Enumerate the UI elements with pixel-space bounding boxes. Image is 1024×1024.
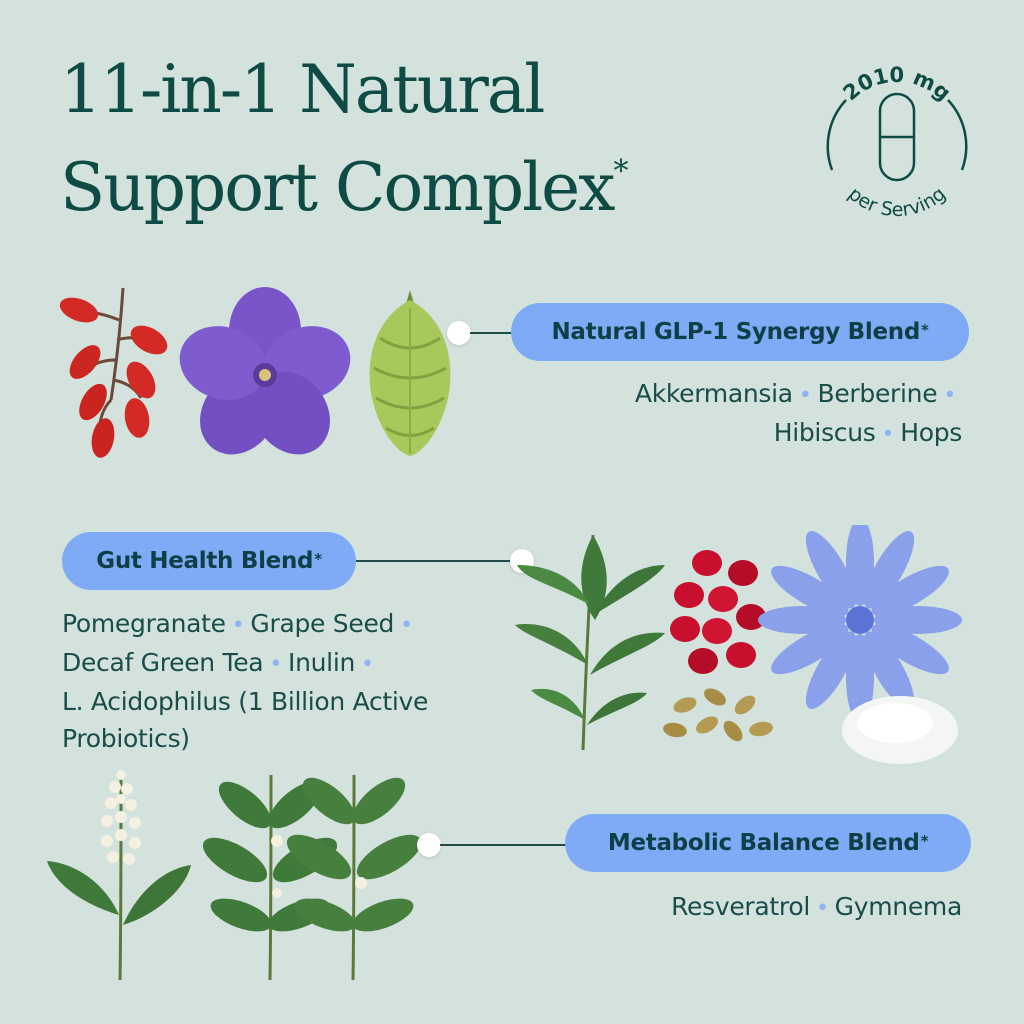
separator: • (231, 613, 245, 638)
ingredient-hops: Hops (900, 418, 962, 447)
glp1-ingredients: Akkermansia•Berberine• Hibiscus•Hops (635, 375, 962, 453)
ingredient-acidophilus: L. Acidophilus (1 Billion Active (62, 687, 429, 716)
gymnema-leaf-icon (202, 774, 422, 981)
gut-blend-pill: Gut Health Blend* (62, 532, 356, 590)
metabolic-ingredients-illustration (47, 770, 422, 981)
ingredient-acidophilus-cont: Probiotics) (62, 724, 190, 753)
gut-ingredients-illustration (515, 525, 962, 764)
metabolic-blend-pill: Metabolic Balance Blend* (565, 814, 971, 872)
separator: • (881, 422, 895, 447)
title-asterisk: * (613, 154, 628, 189)
separator: • (798, 383, 812, 408)
metabolic-connector-dot (417, 833, 441, 857)
page-title: 11-in-1 Natural Support Complex* (60, 46, 628, 232)
ingredient-gymnema: Gymnema (834, 892, 963, 921)
glp1-ingredients-illustration (59, 287, 351, 458)
chicory-flower-icon (758, 525, 962, 722)
hibiscus-flower-icon (179, 287, 351, 455)
separator: • (400, 613, 413, 638)
metabolic-blend-asterisk: * (920, 832, 929, 850)
ingredient-pomegranate: Pomegranate (62, 609, 226, 638)
badge-bottom-text: per Serving (844, 183, 950, 221)
resveratrol-plant-icon (47, 770, 191, 981)
glp1-blend-pill: Natural GLP-1 Synergy Blend* (511, 303, 969, 361)
glp1-blend-asterisk: * (920, 321, 929, 339)
gut-ingredients: Pomegranate•Grape Seed• Decaf Green Tea•… (62, 605, 428, 757)
ingredient-green-tea: Decaf Green Tea (62, 648, 264, 677)
green-tea-leaf-icon (515, 534, 665, 751)
ingredient-berberine: Berberine (817, 379, 938, 408)
glp1-connector-line (470, 332, 514, 334)
inulin-powder-icon (842, 696, 958, 764)
glp1-connector-dot (447, 321, 471, 345)
ingredient-inulin: Inulin (288, 648, 356, 677)
serving-badge: 2010 mg per Serving (812, 60, 982, 230)
grape-seed-icon (663, 688, 773, 742)
serving-badge-graphic: 2010 mg per Serving (826, 63, 968, 221)
ingredient-hibiscus: Hibiscus (773, 418, 876, 447)
hops-cone-icon (369, 290, 451, 456)
separator: • (943, 383, 956, 408)
hops-illustration (369, 290, 451, 456)
capsule-icon (878, 92, 916, 182)
pomegranate-seeds-icon (670, 550, 766, 674)
glp1-blend-label: Natural GLP-1 Synergy Blend (551, 319, 920, 345)
separator: • (815, 896, 829, 921)
title-line-2: Support Complex (60, 149, 615, 226)
barberry-icon (59, 287, 168, 458)
gut-blend-label: Gut Health Blend (96, 548, 314, 574)
title-line-1: 11-in-1 Natural (60, 51, 545, 128)
metabolic-blend-label: Metabolic Balance Blend (607, 830, 920, 856)
ingredient-grape-seed: Grape Seed (250, 609, 395, 638)
metabolic-connector-line (440, 844, 568, 846)
ingredient-akkermansia: Akkermansia (634, 379, 793, 408)
badge-top-text: 2010 mg (839, 63, 956, 105)
gut-connector-line (356, 560, 512, 562)
separator: • (269, 652, 283, 677)
metabolic-ingredients: Resveratrol•Gymnema (671, 888, 962, 927)
ingredient-resveratrol: Resveratrol (671, 892, 810, 921)
separator: • (361, 652, 374, 677)
gut-blend-asterisk: * (314, 550, 322, 568)
